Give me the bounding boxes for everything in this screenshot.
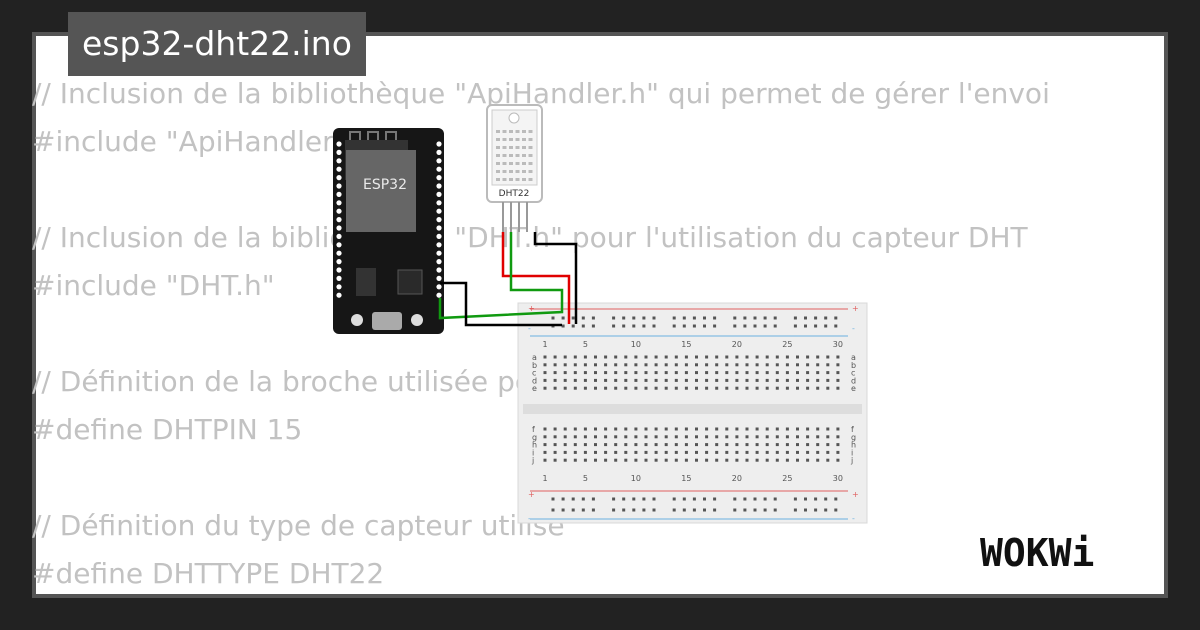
row-letter: j: [531, 456, 534, 465]
wokwi-logo: WOKWi: [980, 531, 1094, 575]
rail-minus-sign: -: [528, 514, 531, 523]
column-number: 15: [681, 340, 691, 349]
row-letter: d: [851, 376, 856, 385]
usb-port: [372, 312, 402, 330]
rail-minus-sign: -: [852, 324, 855, 333]
row-letter: b: [851, 361, 856, 370]
rail-plus-sign: +: [528, 304, 535, 313]
esp32-label: ESP32: [363, 177, 407, 193]
column-number: 10: [631, 474, 641, 483]
column-number: 5: [583, 340, 588, 349]
wires: [438, 232, 578, 327]
column-number: 25: [782, 340, 792, 349]
wire-black-2: [440, 281, 562, 327]
row-letter: a: [532, 353, 537, 362]
row-letter: j: [850, 456, 853, 465]
wire-green: [438, 232, 564, 320]
wokwi-logo-text: WOKWi: [980, 531, 1094, 575]
column-number: 30: [833, 474, 843, 483]
row-letter: i: [851, 448, 853, 457]
dht22-sensor[interactable]: DHT22: [486, 104, 543, 232]
row-letter: c: [532, 369, 536, 378]
column-number: 30: [833, 340, 843, 349]
column-number: 1: [542, 474, 547, 483]
esp32-module: [346, 150, 416, 232]
code-line: #define DHTTYPE DHT22: [32, 557, 385, 590]
rail-minus-sign: -: [852, 514, 855, 523]
row-letter: h: [851, 441, 856, 450]
column-number: 10: [631, 340, 641, 349]
dht22-label: DHT22: [499, 189, 530, 199]
code-line: #include "DHT.h": [32, 269, 275, 302]
column-number: 5: [583, 474, 588, 483]
row-letter: a: [851, 353, 856, 362]
row-letter: i: [532, 448, 534, 457]
column-number: 15: [681, 474, 691, 483]
wire-black: [533, 232, 578, 324]
row-letter: e: [532, 384, 537, 393]
column-number: 20: [732, 340, 742, 349]
row-letter: g: [532, 433, 537, 442]
row-letter: c: [851, 369, 855, 378]
row-letter: d: [532, 376, 537, 385]
column-number: 20: [732, 474, 742, 483]
code-line: // Inclusion de la bibliothèque "ApiHand…: [32, 77, 1050, 110]
column-number: 1: [542, 340, 547, 349]
esp32-board[interactable]: ESP32: [333, 128, 444, 334]
row-letter: h: [532, 441, 537, 450]
rail-plus-sign: +: [852, 490, 859, 499]
rail-plus-sign: +: [852, 304, 859, 313]
file-title: esp32-dht22.ino: [68, 12, 366, 76]
row-letter: e: [851, 384, 856, 393]
wire-red: [501, 232, 571, 324]
row-letter: b: [532, 361, 537, 370]
row-letter: f: [532, 425, 535, 434]
row-letter: g: [851, 433, 856, 442]
column-number: 25: [782, 474, 792, 483]
code-line: #define DHTPIN 15: [32, 413, 303, 446]
rail-plus-sign: +: [528, 490, 535, 499]
row-letter: f: [851, 425, 854, 434]
rail-minus-sign: -: [528, 324, 531, 333]
